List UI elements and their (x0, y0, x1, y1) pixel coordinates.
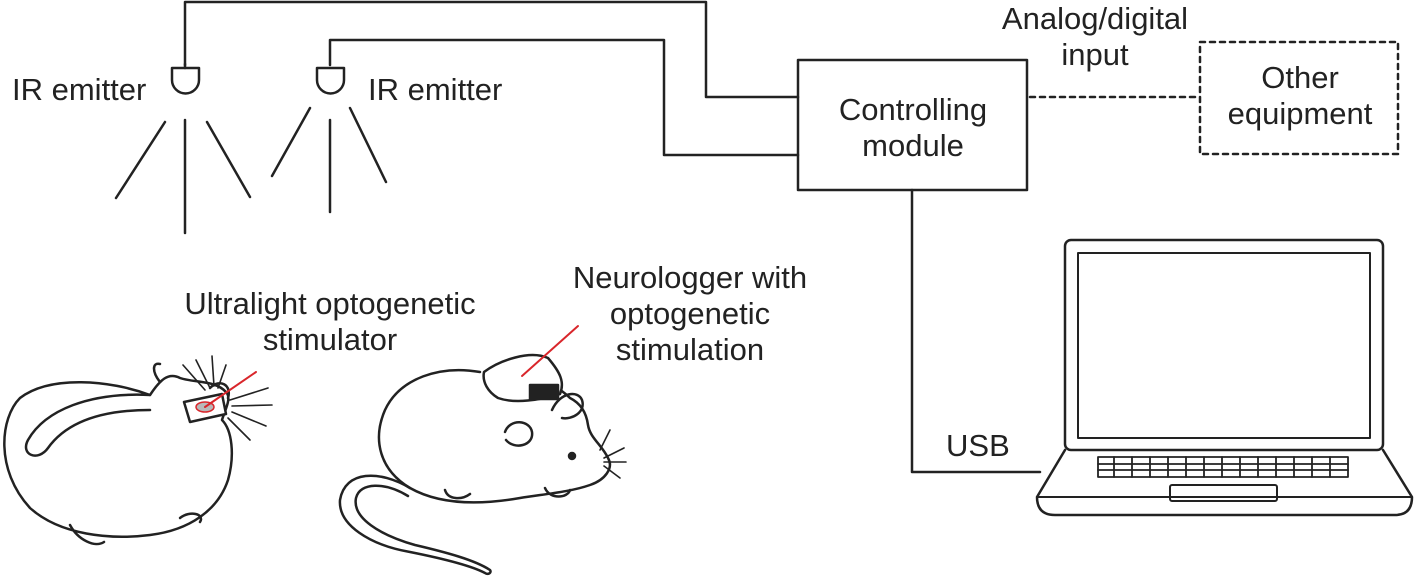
neurologger-line2: optogenetic (609, 296, 771, 331)
neurologger-pointer (521, 325, 579, 377)
controlling-module-line2: module (862, 128, 964, 163)
ir-emitter-left-label: IR emitter (12, 72, 147, 107)
neurologger-line3: stimulation (615, 332, 765, 367)
ir-emitter-left-icon (114, 62, 252, 235)
mouse-with-ultralight-stimulator-icon (3, 355, 273, 546)
analog-digital-input-label: Analog/digital input (975, 1, 1215, 73)
other-equipment-box (1198, 40, 1400, 156)
controlling-module-label: Controlling module (800, 92, 1026, 164)
laptop-icon (1035, 238, 1414, 517)
neurologger-line1: Neurologger with (572, 260, 808, 295)
ultralight-stimulator-label: Ultralight optogenetic stimulator (150, 286, 510, 358)
wire-right-emitter (328, 38, 800, 157)
ir-emitter-right-label: IR emitter (368, 72, 503, 107)
wire-left-emitter (183, 0, 800, 99)
ultralight-line2: stimulator (262, 322, 398, 357)
analog-digital-line2: input (1061, 37, 1129, 72)
other-equipment-label: Other equipment (1202, 60, 1398, 132)
ultralight-pointer (204, 371, 257, 408)
mouse-with-neurologger-icon (338, 353, 627, 576)
controlling-module-line1: Controlling (838, 92, 988, 127)
usb-label: USB (946, 428, 1010, 463)
neurologger-connector (528, 383, 560, 401)
analog-digital-line1: Analog/digital (1001, 1, 1189, 36)
other-equipment-line2: equipment (1227, 96, 1373, 131)
ir-emitter-right-icon (270, 66, 388, 214)
neurologger-label: Neurologger with optogenetic stimulation (540, 260, 840, 368)
other-equipment-line1: Other (1261, 60, 1339, 95)
usb-cable (910, 188, 1042, 474)
ultralight-line1: Ultralight optogenetic (184, 286, 476, 321)
